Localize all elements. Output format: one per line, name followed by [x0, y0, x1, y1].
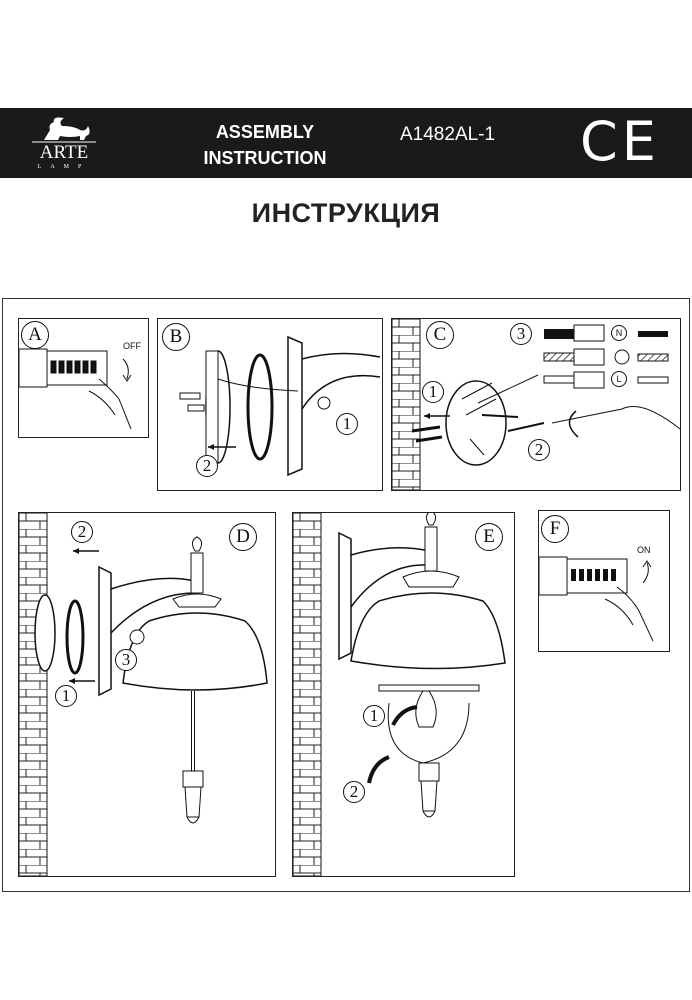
lamp-mounting-illustration [19, 513, 268, 876]
step-1: 1 [336, 413, 358, 435]
panel-letter: D [229, 523, 257, 551]
ce-mark: CE [580, 110, 660, 173]
off-label: OFF [123, 341, 141, 351]
panel-letter: E [475, 523, 503, 551]
step-1: 1 [422, 381, 444, 403]
panel-f: F ON [538, 510, 670, 652]
step-3: 3 [510, 323, 532, 345]
switch-on-illustration [539, 556, 654, 642]
panel-letter: B [162, 323, 190, 351]
brand-sub: LAMP [37, 164, 91, 170]
panel-letter: A [21, 321, 49, 349]
step-1: 1 [55, 685, 77, 707]
title-line1: ASSEMBLY [215, 122, 315, 142]
title-line2: INSTRUCTION [203, 148, 327, 168]
terminal-live: L [611, 371, 627, 387]
bracket-removal-illustration [179, 335, 381, 477]
wiring-illustration [392, 319, 680, 490]
model-number: A1482AL-1 [400, 124, 496, 145]
instruction-frame [2, 298, 690, 892]
step-2: 2 [343, 781, 365, 803]
step-2: 2 [196, 455, 218, 477]
on-label: ON [637, 545, 651, 555]
panel-letter: C [426, 321, 454, 349]
panel-c: C 3 1 2 N L [391, 318, 681, 491]
panel-letter: F [541, 515, 569, 543]
step-1: 1 [363, 705, 385, 727]
bulb-install-illustration [293, 513, 506, 876]
terminal-neutral: N [611, 325, 627, 341]
step-2: 2 [528, 439, 550, 461]
brand-logo: ARTE [39, 142, 89, 163]
switch-off-illustration [19, 348, 132, 430]
panel-b: B 1 2 [157, 318, 383, 491]
step-3: 3 [115, 649, 137, 671]
page-title: ИНСТРУКЦИЯ [251, 198, 441, 228]
step-2: 2 [71, 521, 93, 543]
panel-d: D 2 3 1 [18, 512, 276, 877]
lion-logo-icon [32, 117, 96, 143]
panel-e: E 1 2 [292, 512, 515, 877]
header-bar: ARTE LAMP ASSEMBLY INSTRUCTION A1482AL-1… [0, 108, 692, 178]
panel-a: A OFF [18, 318, 149, 438]
